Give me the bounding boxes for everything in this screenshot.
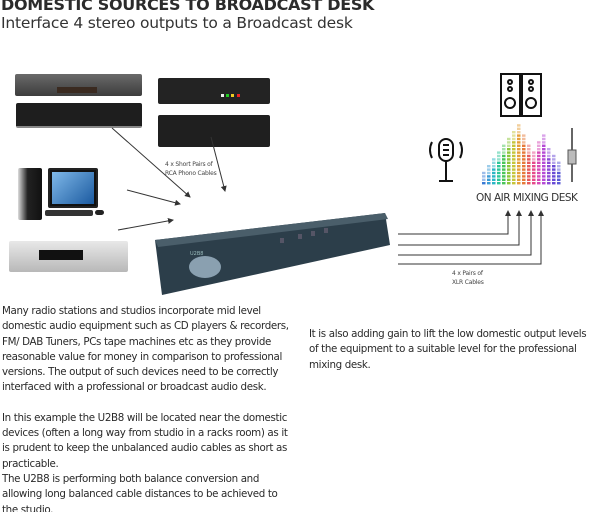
page-title: DOMESTIC SOURCES TO BROADCAST DESK bbox=[1, 0, 375, 14]
arrow-pc bbox=[126, 189, 181, 206]
paragraph-example: In this example the U2B8 will be located… bbox=[2, 411, 288, 470]
xlr-line-1 bbox=[398, 210, 511, 235]
equalizer-icon bbox=[482, 124, 561, 185]
cd-player-rear-image bbox=[16, 103, 142, 128]
microphone-icon bbox=[429, 138, 463, 182]
arrow-cd bbox=[111, 127, 191, 198]
paragraph-intro: Many radio stations and studios incorpor… bbox=[2, 305, 289, 394]
speakers-icon bbox=[500, 73, 542, 117]
recorder-rear-image bbox=[158, 115, 270, 147]
fader-icon bbox=[567, 128, 577, 182]
mixing-desk-label: ON AIR MIXING DESK bbox=[476, 192, 578, 204]
paragraph-gain: It is also adding gain to lift the low d… bbox=[309, 328, 587, 371]
cd-player-front-image bbox=[15, 74, 142, 96]
xlr-line-3 bbox=[398, 210, 534, 256]
recorder-front-image bbox=[158, 78, 270, 104]
rca-caption-line2: RCA Phono Cables bbox=[165, 170, 217, 177]
xlr-caption-line1: 4 x Pairs of bbox=[452, 270, 483, 277]
u2b8-rack-unit-image: U2B8 bbox=[155, 213, 390, 295]
page-subtitle: Interface 4 stereo outputs to a Broadcas… bbox=[1, 14, 353, 32]
xlr-line-4 bbox=[398, 210, 544, 265]
arrow-tuner bbox=[117, 217, 174, 231]
left-column-text: Many radio stations and studios incorpor… bbox=[2, 304, 294, 512]
tuner-image bbox=[9, 241, 128, 272]
u2b8-label: U2B8 bbox=[190, 251, 203, 257]
paragraph-conversion: The U2B8 is performing both balance conv… bbox=[2, 472, 278, 512]
xlr-cables-caption: 4 x Pairs of XLR Cables bbox=[452, 269, 484, 287]
xlr-caption-line2: XLR Cables bbox=[452, 279, 484, 286]
xlr-line-2 bbox=[398, 210, 522, 246]
rca-cables-caption: 4 x Short Pairs of RCA Phono Cables bbox=[165, 160, 217, 178]
arrow-recorder bbox=[210, 136, 227, 192]
right-column-text: It is also adding gain to lift the low d… bbox=[309, 327, 597, 373]
rca-caption-line1: 4 x Short Pairs of bbox=[165, 161, 213, 168]
mixing-desk-icons bbox=[429, 73, 577, 185]
